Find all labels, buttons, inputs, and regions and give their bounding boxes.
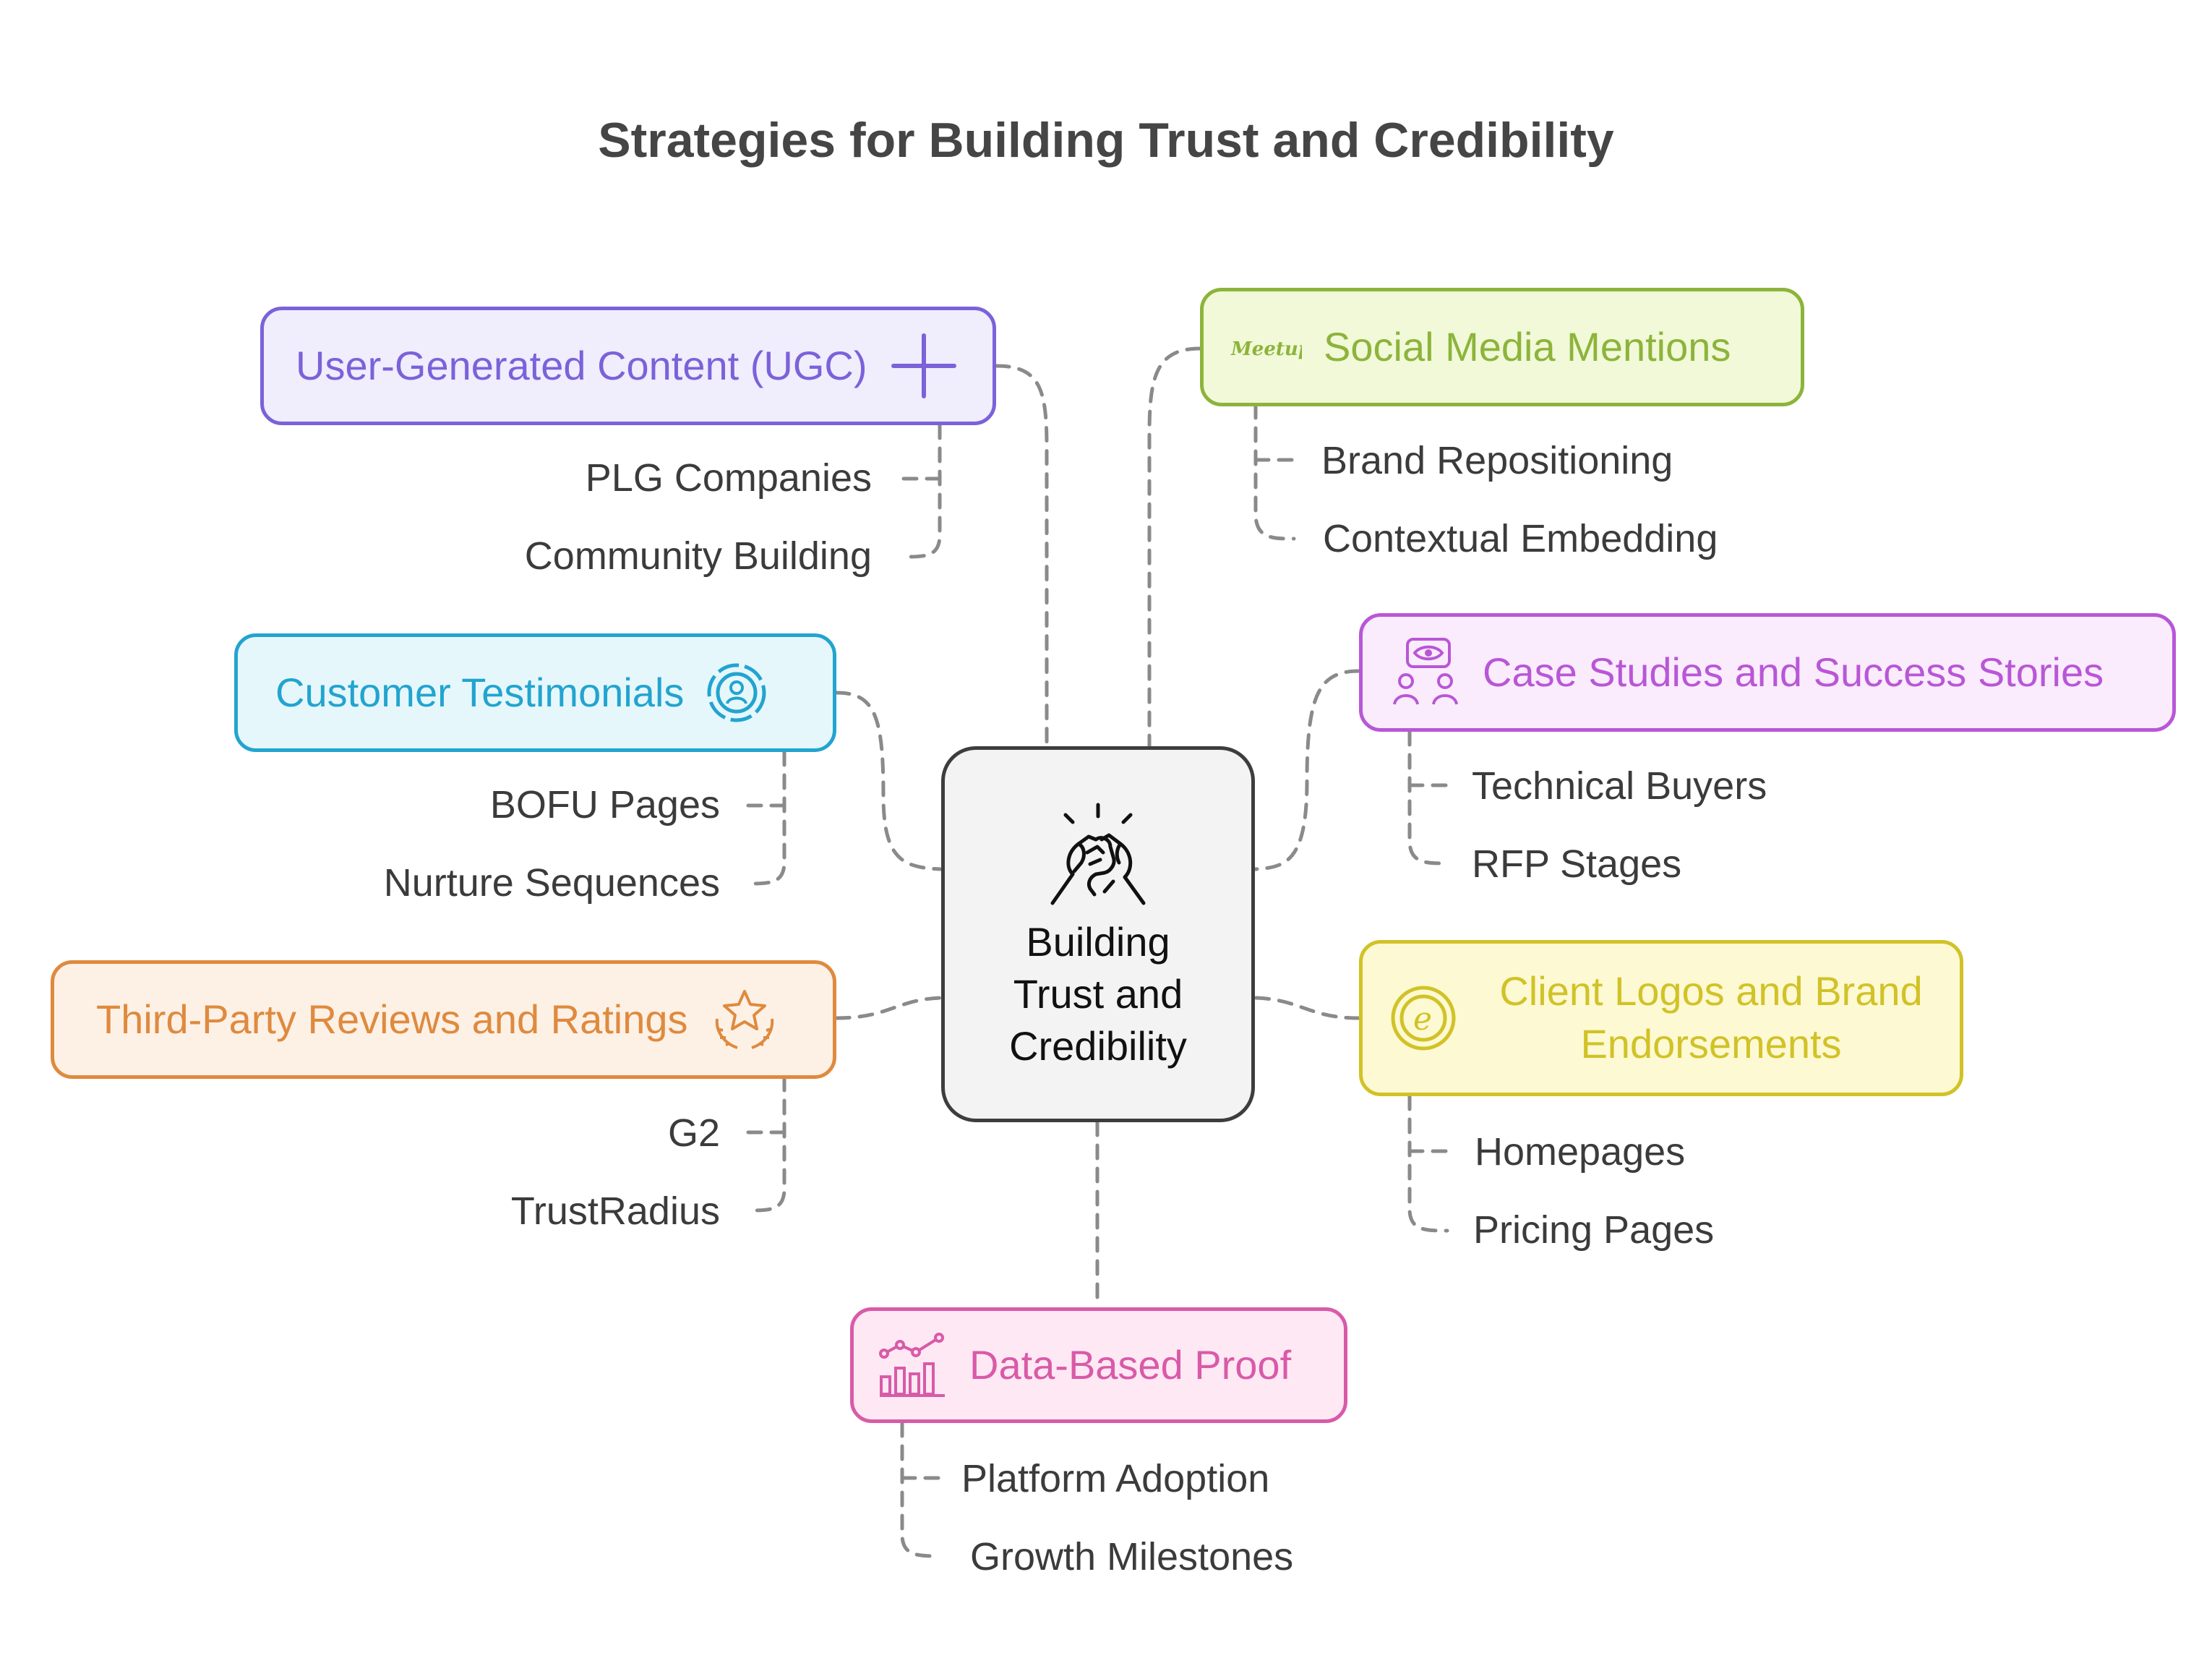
branch-social[interactable]: Meetup Social Media Mentions (1200, 288, 1804, 406)
branch-ugc-label: User-Generated Content (UGC) (296, 342, 867, 388)
branch-reviews-label: Third-Party Reviews and Ratings (96, 996, 688, 1042)
e-circle-logo-icon: e (1391, 986, 1456, 1051)
star-laurel-icon (715, 990, 773, 1049)
connector-reviews (834, 996, 943, 1020)
page-title: Strategies for Building Trust and Credib… (598, 113, 1614, 168)
case-item-2: RFP Stages (1472, 842, 1682, 886)
logos-item-2: Pricing Pages (1473, 1208, 1715, 1252)
ugc-item-2: Community Building (524, 534, 872, 578)
team-eye-icon (1393, 638, 1458, 705)
branch-ugc[interactable]: User-Generated Content (UGC) (260, 307, 996, 425)
reviews-item-2: TrustRadius (510, 1189, 720, 1233)
case-item-1: Technical Buyers (1472, 764, 1767, 808)
branch-logos-label: Client Logos and Brand Endorsements (1499, 968, 1923, 1067)
handshake-icon (1050, 803, 1146, 905)
social-item-1: Brand Repositioning (1321, 439, 1673, 482)
svg-text:Meetup: Meetup (1230, 338, 1302, 360)
testimonials-item-1: BOFU Pages (489, 783, 720, 826)
data-item-1: Platform Adoption (961, 1457, 1270, 1500)
data-item-2: Growth Milestones (970, 1535, 1294, 1578)
branch-case-label: Case Studies and Success Stories (1483, 649, 2104, 695)
branch-reviews[interactable]: Third-Party Reviews and Ratings (51, 960, 836, 1079)
reviews-item-1: G2 (667, 1111, 720, 1155)
connector-reviews-items (746, 1075, 786, 1213)
connector-case (1253, 669, 1361, 871)
social-item-2: Contextual Embedding (1323, 517, 1718, 560)
connector-ugc (994, 364, 1049, 748)
connector-testimonials-items (746, 750, 786, 886)
connector-social (1147, 346, 1202, 748)
testimonials-item-2: Nurture Sequences (383, 861, 720, 905)
plus-icon (891, 333, 956, 398)
line-bar-chart-icon (879, 1333, 945, 1397)
connector-logos-items (1407, 1094, 1449, 1233)
branch-testimonials[interactable]: Customer Testimonials (234, 633, 836, 752)
connector-data-items (900, 1421, 942, 1558)
branch-case[interactable]: Case Studies and Success Stories (1359, 613, 2176, 732)
logos-item-1: Homepages (1475, 1130, 1686, 1174)
connector-case-items (1407, 730, 1449, 866)
branch-logos[interactable]: e Client Logos and Brand Endorsements (1359, 940, 1963, 1096)
branch-testimonials-label: Customer Testimonials (275, 669, 685, 715)
center-node-label: Building Trust and Credibility (1009, 919, 1187, 1069)
ugc-item-1: PLG Companies (585, 456, 872, 500)
connector-logos (1253, 996, 1361, 1020)
branch-social-label: Social Media Mentions (1324, 323, 1731, 369)
branch-data-label: Data-Based Proof (969, 1341, 1292, 1388)
svg-text:e: e (1413, 1001, 1432, 1038)
connector-ugc-items (901, 423, 942, 559)
meetup-logo-icon: Meetup (1230, 338, 1302, 360)
branch-data[interactable]: Data-Based Proof (850, 1307, 1347, 1423)
user-circle-icon (707, 663, 766, 722)
connector-testimonials (834, 691, 943, 871)
center-node[interactable]: Building Trust and Credibility (941, 746, 1255, 1122)
connector-social-items (1253, 403, 1296, 541)
